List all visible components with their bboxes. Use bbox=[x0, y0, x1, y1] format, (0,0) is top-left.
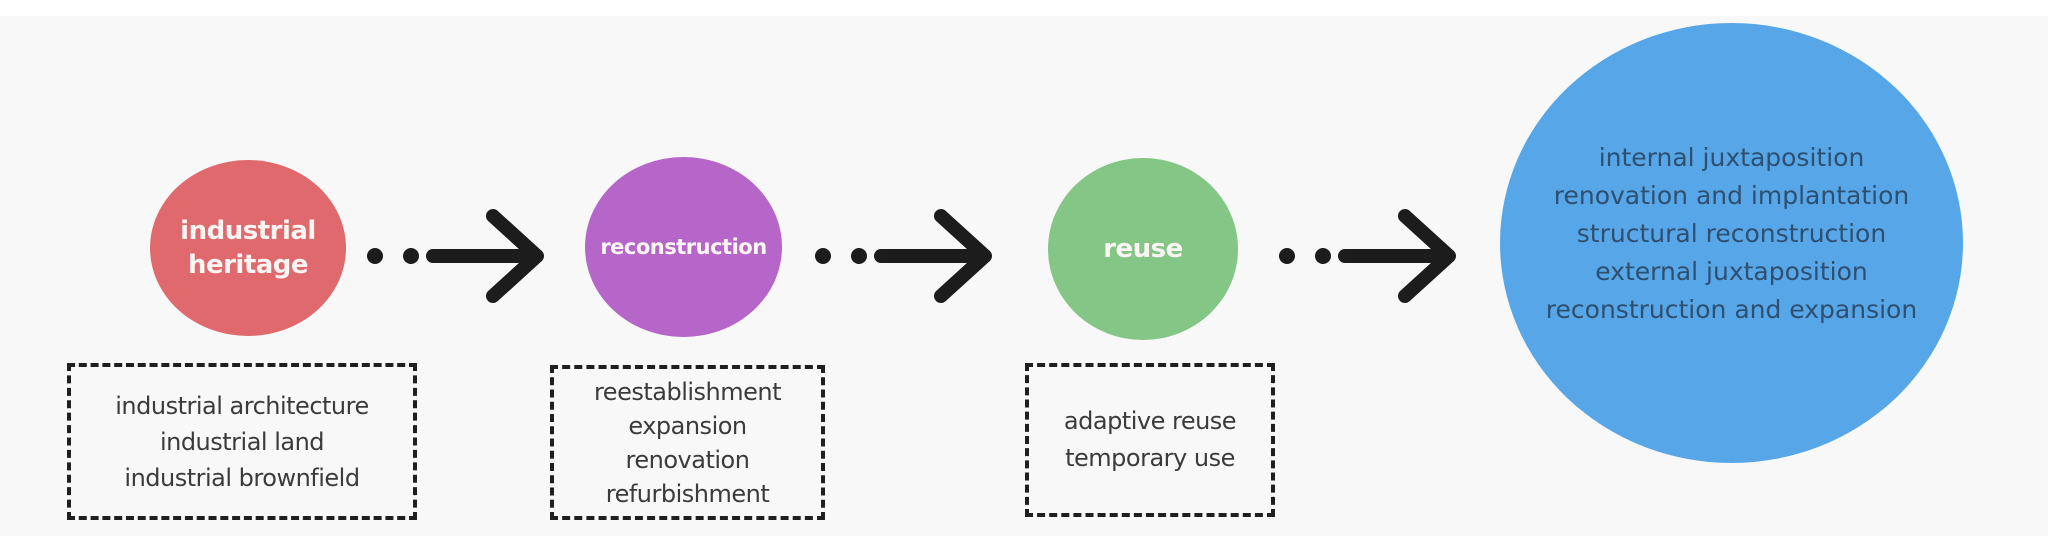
example-item: adaptive reuse bbox=[1063, 407, 1237, 435]
dots-arrow-icon bbox=[1279, 209, 1456, 303]
example-item: reestablishment bbox=[593, 377, 782, 406]
stage-circle-industrial-heritage: industrial heritage bbox=[150, 160, 346, 336]
examples-box-reconstruction: reestablishment expansion renovation ref… bbox=[550, 365, 825, 520]
example-item: renovation bbox=[625, 445, 750, 474]
result-strategy: internal juxtaposition bbox=[1598, 143, 1865, 172]
result-strategies-list: internal juxtaposition renovation and im… bbox=[1546, 139, 1917, 329]
example-item: expansion bbox=[628, 411, 747, 440]
example-item: refurbishment bbox=[605, 479, 770, 508]
stage-label-industrial-heritage: industrial heritage bbox=[180, 216, 316, 280]
dots-arrow-icon bbox=[815, 209, 992, 303]
stage-label-reuse: reuse bbox=[1103, 234, 1183, 264]
example-item: temporary use bbox=[1065, 444, 1235, 472]
result-strategy: structural reconstruction bbox=[1576, 219, 1887, 248]
examples-box-reuse: adaptive reuse temporary use bbox=[1025, 363, 1275, 517]
dots-arrow-icon bbox=[367, 209, 544, 303]
stage-circle-reconstruction: reconstruction bbox=[585, 157, 782, 337]
stage-label-reconstruction: reconstruction bbox=[600, 235, 767, 259]
example-item: industrial architecture bbox=[115, 391, 369, 420]
examples-box-industrial-heritage: industrial architecture industrial land … bbox=[67, 363, 417, 520]
example-item: industrial brownfield bbox=[124, 463, 360, 492]
example-item: industrial land bbox=[159, 427, 325, 456]
stage-circle-reuse: reuse bbox=[1048, 158, 1238, 340]
result-strategy: reconstruction and expansion bbox=[1545, 295, 1918, 324]
result-strategy: renovation and implantation bbox=[1553, 181, 1910, 210]
result-strategy: external juxtaposition bbox=[1595, 257, 1868, 286]
result-circle: internal juxtaposition renovation and im… bbox=[1500, 23, 1963, 463]
